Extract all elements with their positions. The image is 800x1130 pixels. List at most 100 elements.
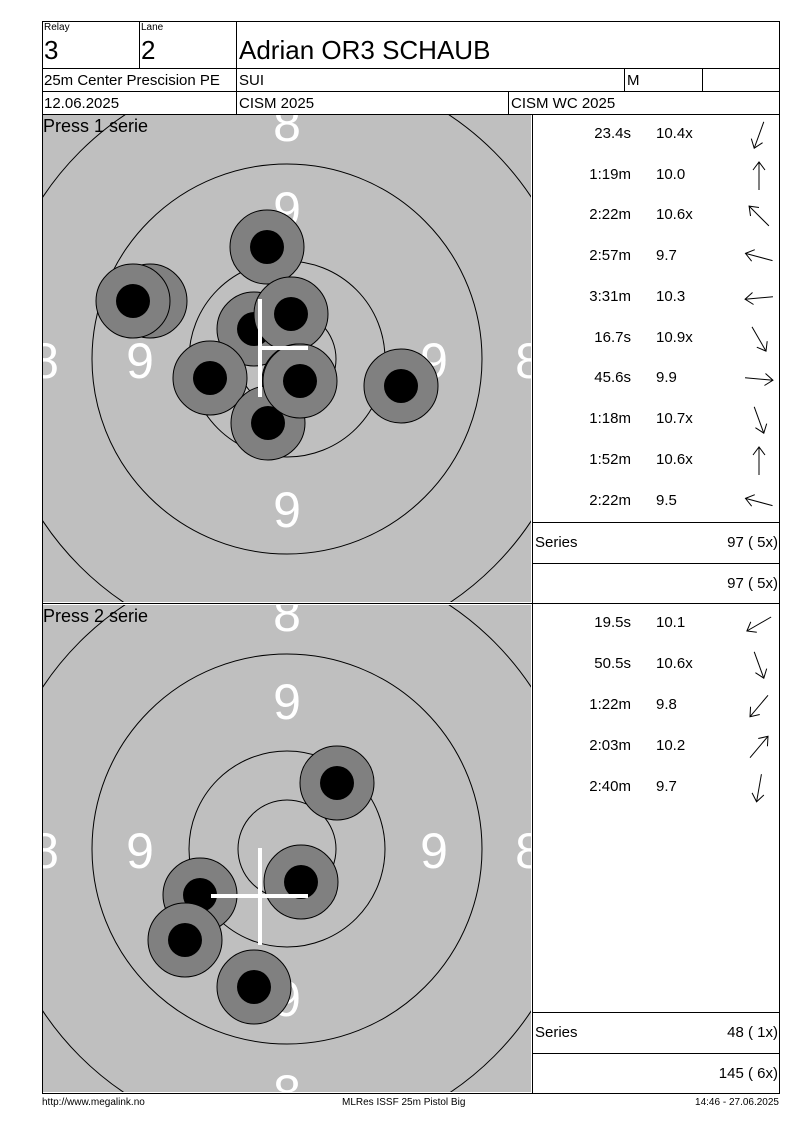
footer-url: http://www.megalink.no xyxy=(42,1097,145,1108)
shot-time: 1:22m xyxy=(589,696,631,713)
shot-row: 2:03m 10.2 xyxy=(533,727,779,768)
shot-score: 9.5 xyxy=(656,492,677,509)
shot-row: 19.5s 10.1 xyxy=(533,604,779,645)
arrow-down-left-icon xyxy=(749,694,769,718)
shot-score: 10.9x xyxy=(656,329,693,346)
shot-time: 16.7s xyxy=(594,329,631,346)
shot-row: 45.6s 9.9 xyxy=(533,359,779,400)
shot-score: 10.6x xyxy=(656,206,693,223)
shot-row: 2:57m 9.7 xyxy=(533,237,779,278)
footer-timestamp: 14:46 - 27.06.2025 xyxy=(695,1097,779,1108)
arrow-left-icon xyxy=(744,494,773,507)
series-2-total: 48 ( 1x) xyxy=(727,1024,778,1041)
ring-label-9-left: 9 xyxy=(126,333,154,389)
ring-label-8-bottom: 8 xyxy=(273,1065,301,1092)
shot-row: 2:22m 9.5 xyxy=(533,482,779,523)
series-1-label: Series xyxy=(535,534,578,551)
ring-label-8-top: 8 xyxy=(273,605,301,642)
ring-label-9-top: 9 xyxy=(273,674,301,730)
shot-time: 3:31m xyxy=(589,288,631,305)
arrow-up-left-icon xyxy=(748,205,770,227)
shot-row: 3:31m 10.3 xyxy=(533,278,779,319)
shot-score: 9.9 xyxy=(656,369,677,386)
ring-label-8-left: 8 xyxy=(43,333,59,389)
target-2: 8 9 9 9 9 8 8 8 xyxy=(43,605,531,1092)
ring-label-8-right: 8 xyxy=(515,333,531,389)
shot-hole xyxy=(263,844,339,920)
series-1-title: Press 1 serie xyxy=(43,116,149,136)
shot-hole xyxy=(262,343,338,419)
shot-row: 1:19m 10.0 xyxy=(533,156,779,197)
shot-score: 10.3 xyxy=(656,288,686,305)
event-name: 25m Center Prescision PE xyxy=(44,72,220,89)
shot-row: 2:40m 9.7 xyxy=(533,768,779,809)
shot-holes xyxy=(147,745,375,1025)
arrow-down-right-icon xyxy=(753,651,768,679)
nation: SUI xyxy=(239,72,265,89)
shot-score: 10.6x xyxy=(656,451,693,468)
arrow-up-icon xyxy=(752,446,766,475)
arrow-left-icon xyxy=(744,292,773,305)
shot-hole xyxy=(253,276,329,352)
shot-hole xyxy=(172,340,248,416)
lane-value: 2 xyxy=(141,35,156,65)
series-1-total: 97 ( 5x) xyxy=(727,534,778,551)
lane-label: Lane xyxy=(141,22,164,33)
shot-row: 50.5s 10.6x xyxy=(533,645,779,686)
shot-time: 1:52m xyxy=(589,451,631,468)
arrow-down-right-icon xyxy=(751,326,768,352)
shot-score: 9.7 xyxy=(656,778,677,795)
shot-hole xyxy=(95,263,171,339)
running-total-1: 97 ( 5x) xyxy=(727,575,778,592)
series-2-label: Series xyxy=(535,1024,578,1041)
shot-score: 9.7 xyxy=(656,247,677,264)
arrow-right-icon xyxy=(745,373,774,386)
shot-time: 2:22m xyxy=(589,492,631,509)
shot-time: 23.4s xyxy=(594,125,631,142)
arrow-down-left-icon xyxy=(750,121,765,149)
shot-time: 1:19m xyxy=(589,166,631,183)
shot-hole xyxy=(363,348,439,424)
shot-score: 10.0 xyxy=(656,166,686,183)
gender: M xyxy=(627,72,640,89)
shot-score: 10.4x xyxy=(656,125,693,142)
shot-row: 1:22m 9.8 xyxy=(533,686,779,727)
shot-score: 10.1 xyxy=(656,614,686,631)
shot-score: 10.6x xyxy=(656,655,693,672)
footer-software: MLRes ISSF 25m Pistol Big xyxy=(342,1097,466,1108)
shot-hole xyxy=(299,745,375,821)
shot-time: 2:22m xyxy=(589,206,631,223)
arrow-left-icon xyxy=(744,249,773,262)
ring-label-8-right: 8 xyxy=(515,823,531,879)
shot-row: 16.7s 10.9x xyxy=(533,319,779,360)
shot-row: 2:22m 10.6x xyxy=(533,196,779,237)
shooter-name: Adrian OR3 SCHAUB xyxy=(239,35,491,65)
match-name: CISM WC 2025 xyxy=(511,95,616,112)
shot-time: 2:40m xyxy=(589,778,631,795)
shot-time: 1:18m xyxy=(589,410,631,427)
shot-time: 45.6s xyxy=(594,369,631,386)
shot-row: 1:18m 10.7x xyxy=(533,400,779,441)
date: 12.06.2025 xyxy=(44,95,120,112)
shot-time: 2:57m xyxy=(589,247,631,264)
target-1: 8 9 9 9 9 8 8 xyxy=(43,115,531,602)
relay-label: Relay xyxy=(44,22,70,33)
shot-score: 9.8 xyxy=(656,696,677,713)
shot-score: 10.2 xyxy=(656,737,686,754)
competition: CISM 2025 xyxy=(239,95,315,112)
relay-value: 3 xyxy=(44,35,59,65)
arrow-up-icon xyxy=(752,161,766,190)
shot-hole xyxy=(229,209,305,285)
arrow-down-left-icon xyxy=(746,616,772,633)
shot-row: 1:52m 10.6x xyxy=(533,441,779,482)
series-2-title: Press 2 serie xyxy=(43,606,149,626)
shot-hole xyxy=(147,902,223,978)
arrow-down-icon xyxy=(751,774,765,803)
shot-holes xyxy=(95,209,439,461)
shot-time: 2:03m xyxy=(589,737,631,754)
ring-label-8-left: 8 xyxy=(43,823,59,879)
ring-label-8-top: 8 xyxy=(273,115,301,152)
shot-time: 50.5s xyxy=(594,655,631,672)
ring-label-9-bottom: 9 xyxy=(273,482,301,538)
shot-score: 10.7x xyxy=(656,410,693,427)
